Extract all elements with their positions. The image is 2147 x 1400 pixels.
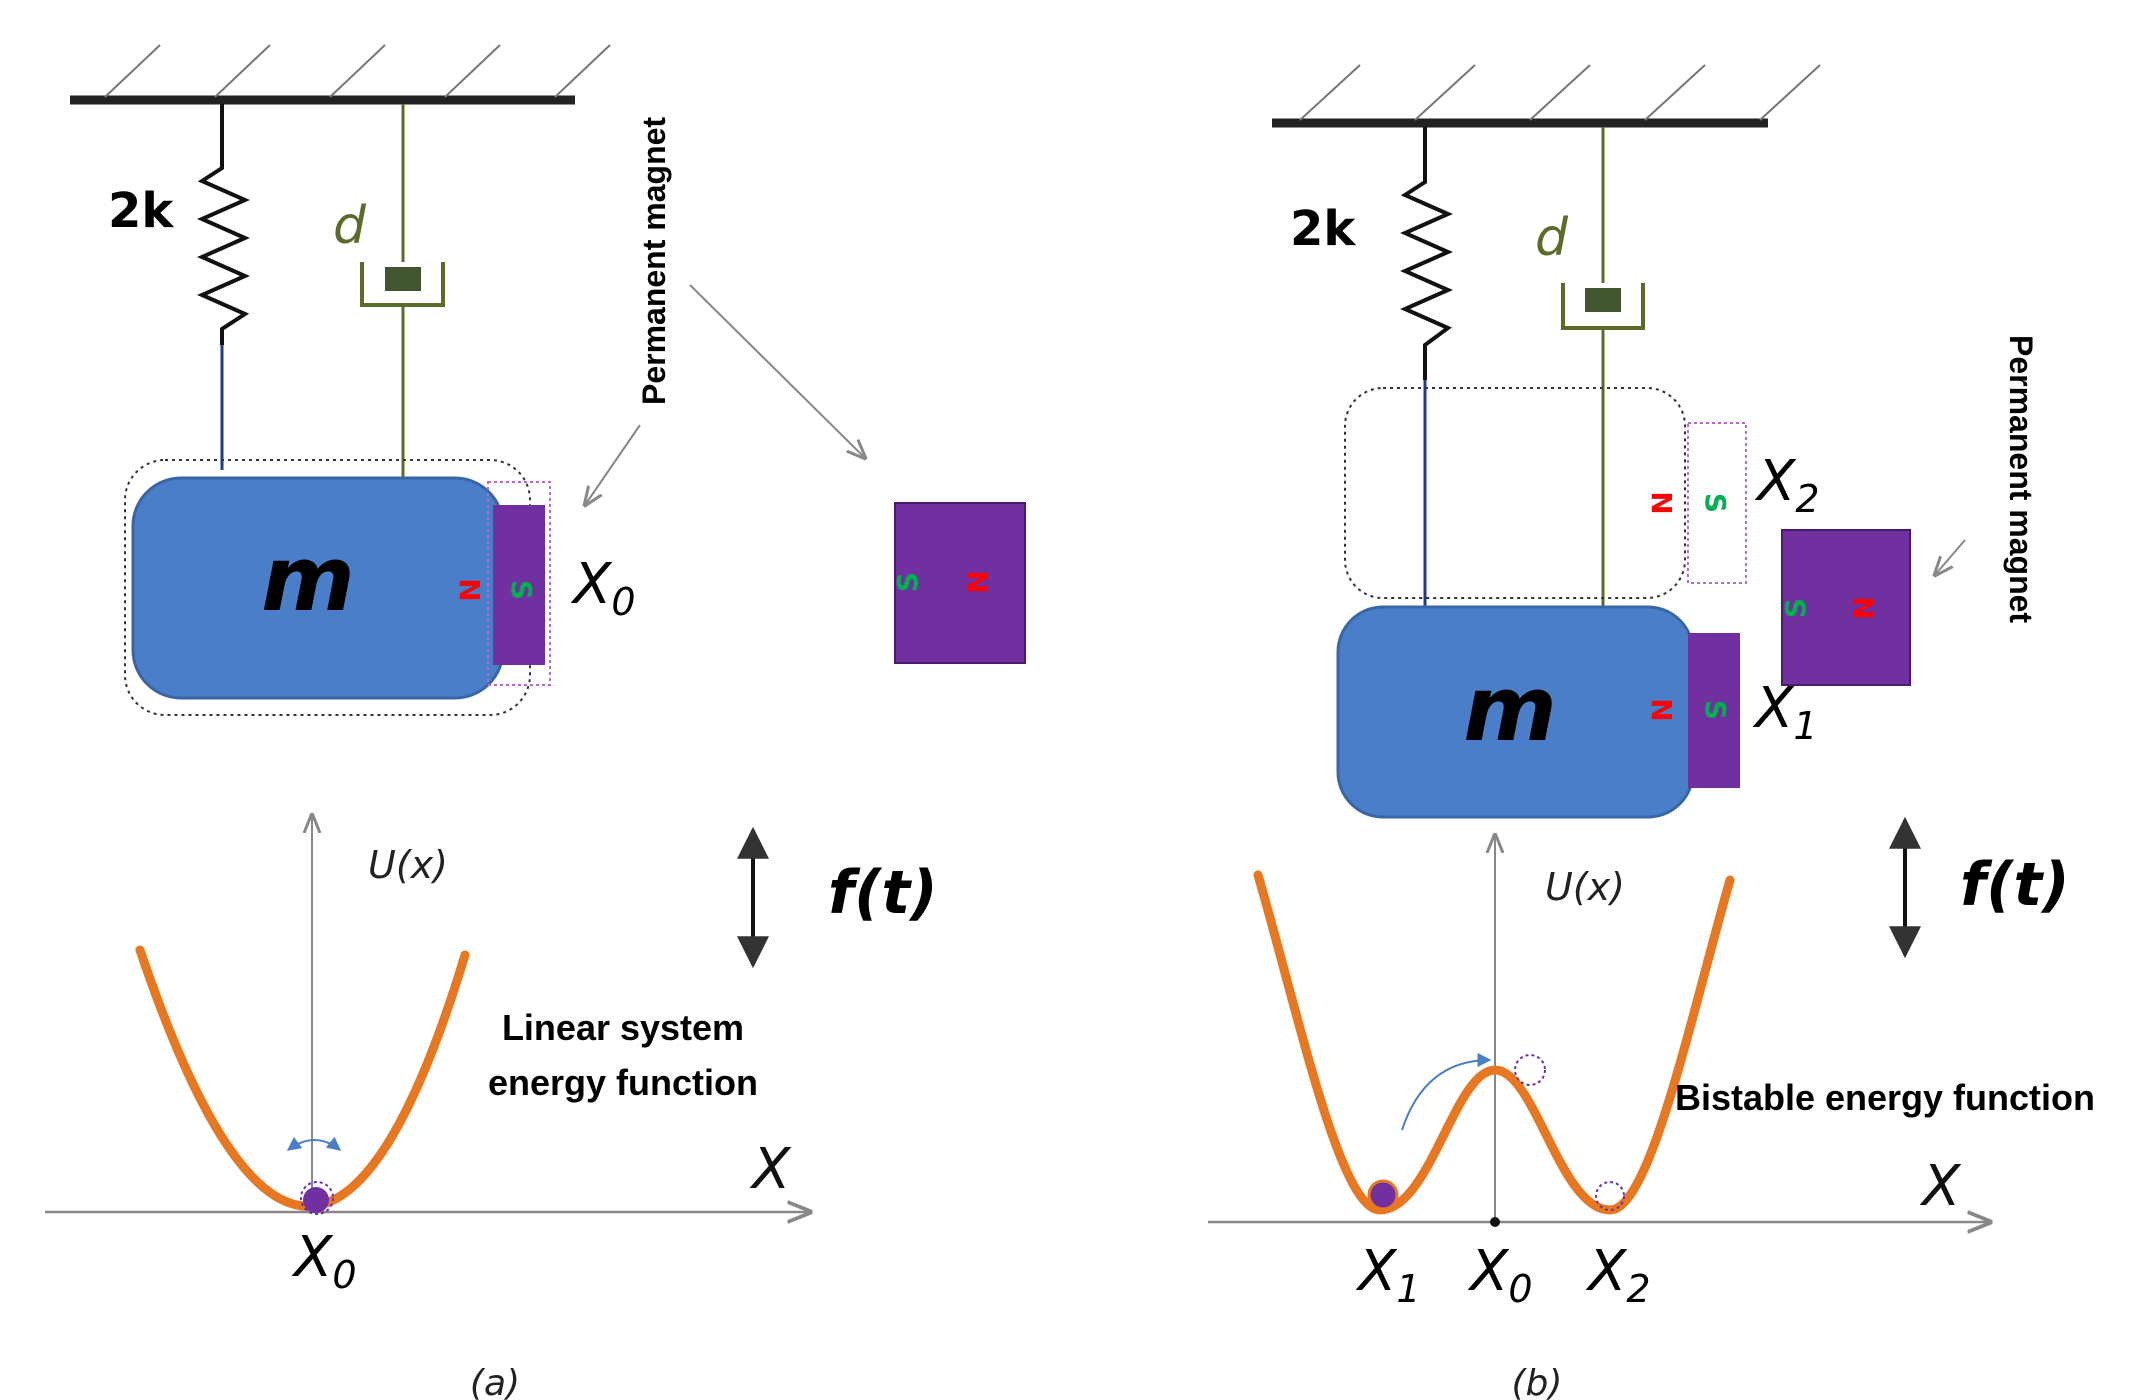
ball [1367, 1179, 1399, 1211]
energy-curve [135, 945, 470, 1211]
pole-n-label: N [1645, 698, 1678, 721]
pole-s-label: S [1779, 598, 1812, 618]
magnet-label: Permanent magnet [2003, 335, 2039, 623]
oscillation-arrow [286, 1136, 342, 1151]
attached-magnet-a: N S [453, 481, 551, 686]
energy-plot-a: U(x) X X0 Linear system energy function [45, 815, 810, 1297]
panel-b: 2k d N S X2 m N S X1 [1208, 64, 2095, 1400]
mass-label: m [261, 527, 355, 632]
damper-b: d [1535, 127, 1645, 610]
mass-a: m [131, 476, 505, 700]
damper-label: d [333, 196, 367, 256]
pole-s-label: S [505, 580, 538, 600]
tick-x1: X1 [1355, 1239, 1421, 1311]
force-label: f(t) [828, 858, 938, 928]
ball-ghost [300, 1181, 334, 1215]
ball [303, 1187, 329, 1213]
magnet-pointer-arrow [585, 424, 641, 505]
mass-outline-a [124, 459, 531, 716]
force-label: f(t) [1960, 850, 2070, 920]
position-x0-label: X0 [570, 552, 636, 624]
fixed-magnet-b: S N [1779, 529, 1911, 686]
magnet-pointer-arrow [689, 284, 865, 458]
magnet-label: Permanent magnet [636, 117, 672, 405]
position-x2-label: X2 [1754, 449, 1820, 521]
tick-x0: X0 [1467, 1239, 1533, 1311]
magnet-pointer-arrow [1935, 539, 1966, 575]
y-axis-label: U(x) [1545, 865, 1625, 909]
mass-b: m [1336, 605, 1695, 819]
pole-n-label: N [1847, 596, 1880, 619]
x-axis-label: X [749, 1137, 792, 1202]
energy-text-line1: Linear system [502, 1007, 744, 1048]
caption-b: (b) [1512, 1363, 1563, 1400]
fixed-magnet-a: S N [891, 502, 1026, 664]
damper-label: d [1535, 208, 1569, 268]
spring-b: 2k [1290, 127, 1453, 610]
energy-text-line2: energy function [488, 1062, 758, 1103]
ceiling-b [1272, 64, 1821, 128]
ceiling-a [70, 44, 611, 105]
pole-n-label: N [961, 570, 994, 593]
pole-s-label: S [1699, 493, 1732, 513]
panel-a: 2k d m N S X0 Permanent magnet [45, 44, 1026, 1400]
pole-s-label: S [1699, 700, 1732, 720]
energy-plot-b: U(x) X X1 X0 X2 Bistable energy function [1208, 835, 2095, 1311]
caption-a: (a) [470, 1363, 520, 1400]
spring-a: 2k [108, 104, 250, 470]
attached-magnet-b: N S [1645, 633, 1740, 788]
ball-ghost [1514, 1054, 1546, 1086]
mass-label: m [1463, 657, 1557, 762]
spring-label: 2k [108, 183, 174, 239]
origin-dot [1490, 1217, 1500, 1227]
ball-ghost [1595, 1181, 1625, 1211]
position-x1-label: X1 [1752, 676, 1818, 748]
tick-x0: X0 [291, 1225, 357, 1297]
spring-label: 2k [1290, 201, 1356, 257]
pole-n-label: N [1645, 491, 1678, 514]
damper-a: d [333, 104, 445, 480]
pole-s-label: S [891, 572, 924, 592]
y-axis-label: U(x) [368, 843, 448, 887]
energy-text: Bistable energy function [1675, 1077, 2095, 1118]
transition-arrow [1401, 1053, 1492, 1131]
ghost-mass-outline [1344, 387, 1686, 599]
pole-n-label: N [453, 578, 486, 601]
energy-curve [1253, 870, 1735, 1215]
x-axis-label: X [1919, 1154, 1962, 1219]
ghost-magnet-b: N S [1645, 422, 1747, 584]
tick-x2: X2 [1585, 1239, 1651, 1311]
